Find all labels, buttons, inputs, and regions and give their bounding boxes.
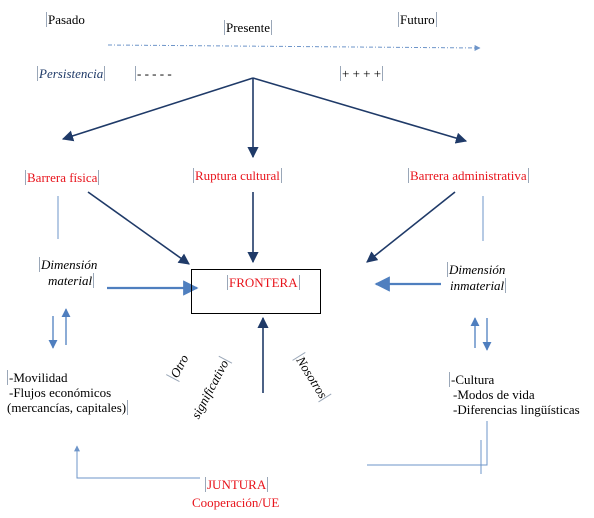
immaterial-item-2: -Modos de vida <box>453 387 535 402</box>
frontier-label: FRONTERA <box>227 275 300 290</box>
immaterial-item-3: -Diferencias lingüísticas <box>453 402 580 417</box>
material-item-3: (mercancías, capitales) <box>7 400 129 415</box>
arrow-to-administrative <box>252 77 468 144</box>
persistence-label: Persistencia <box>37 66 106 81</box>
barrier-cultural-label: Ruptura cultural <box>193 168 282 183</box>
juncture-title: JUNTURA <box>205 477 269 492</box>
arrow-administrative-to-frontier <box>366 191 456 263</box>
timeline-present-label: Presente <box>224 20 273 35</box>
connector-juncture-to-immaterial <box>367 421 488 466</box>
timeline-future-label: Futuro <box>398 12 437 27</box>
immaterial-item-1: -Cultura <box>449 372 495 387</box>
material-dimension-line2: material <box>48 273 95 288</box>
immaterial-dimension-line2: inmaterial <box>450 278 507 293</box>
timeline-past-label: Pasado <box>46 12 85 27</box>
timeline-arrow <box>107 44 481 51</box>
juncture-subtitle: Cooperación/UE <box>192 495 280 510</box>
material-item-2: -Flujos económicos <box>9 385 112 400</box>
material-dimension-line1: Dimensión <box>39 257 98 272</box>
material-item-1: -Movilidad <box>7 370 68 385</box>
persistence-negative: - - - - - <box>135 66 172 81</box>
connector-juncture-to-material <box>74 445 200 479</box>
arrow-to-physical <box>61 77 254 142</box>
barrier-administrative-label: Barrera administrativa <box>408 168 529 183</box>
arrow-physical-to-frontier <box>87 191 190 265</box>
persistence-positive: + + + + <box>340 66 384 81</box>
immaterial-dimension-line1: Dimensión <box>447 262 506 277</box>
frontier-box: FRONTERA <box>191 269 321 314</box>
barrier-physical-label: Barrera física <box>25 170 100 185</box>
